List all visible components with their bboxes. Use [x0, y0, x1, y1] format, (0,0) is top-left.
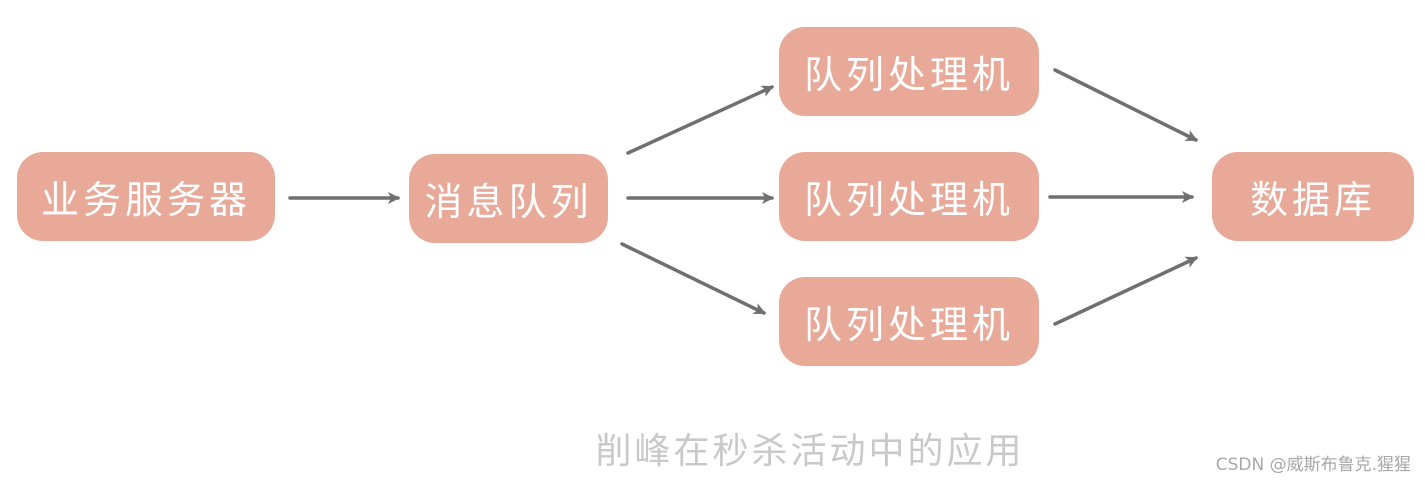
queue-processor-node-1: 队列处理机	[779, 27, 1039, 116]
database-label: 数据库	[1249, 178, 1376, 222]
message-queue-label: 消息队列	[424, 180, 593, 224]
arrow-processor-3-to-db	[1053, 256, 1198, 326]
queue-processor-node-2: 队列处理机	[779, 152, 1039, 241]
diagram-caption: 削峰在秒杀活动中的应用	[595, 431, 1025, 472]
arrow-processor-1-to-db	[1053, 68, 1198, 142]
csdn-watermark: CSDN @威斯布鲁克.猩猩	[1215, 455, 1411, 475]
database-node: 数据库	[1212, 152, 1414, 241]
queue-processor-label-2: 队列处理机	[803, 178, 1014, 222]
arrow-mq-to-processor-3	[620, 242, 766, 315]
message-queue-node: 消息队列	[409, 154, 608, 243]
queue-processor-node-3: 队列处理机	[779, 277, 1039, 366]
business-server-label: 业务服务器	[40, 178, 251, 222]
queue-processor-label-3: 队列处理机	[803, 303, 1014, 347]
arrow-mq-to-processor-1	[626, 85, 774, 155]
business-server-node: 业务服务器	[17, 152, 275, 241]
queue-processor-label-1: 队列处理机	[803, 53, 1014, 97]
